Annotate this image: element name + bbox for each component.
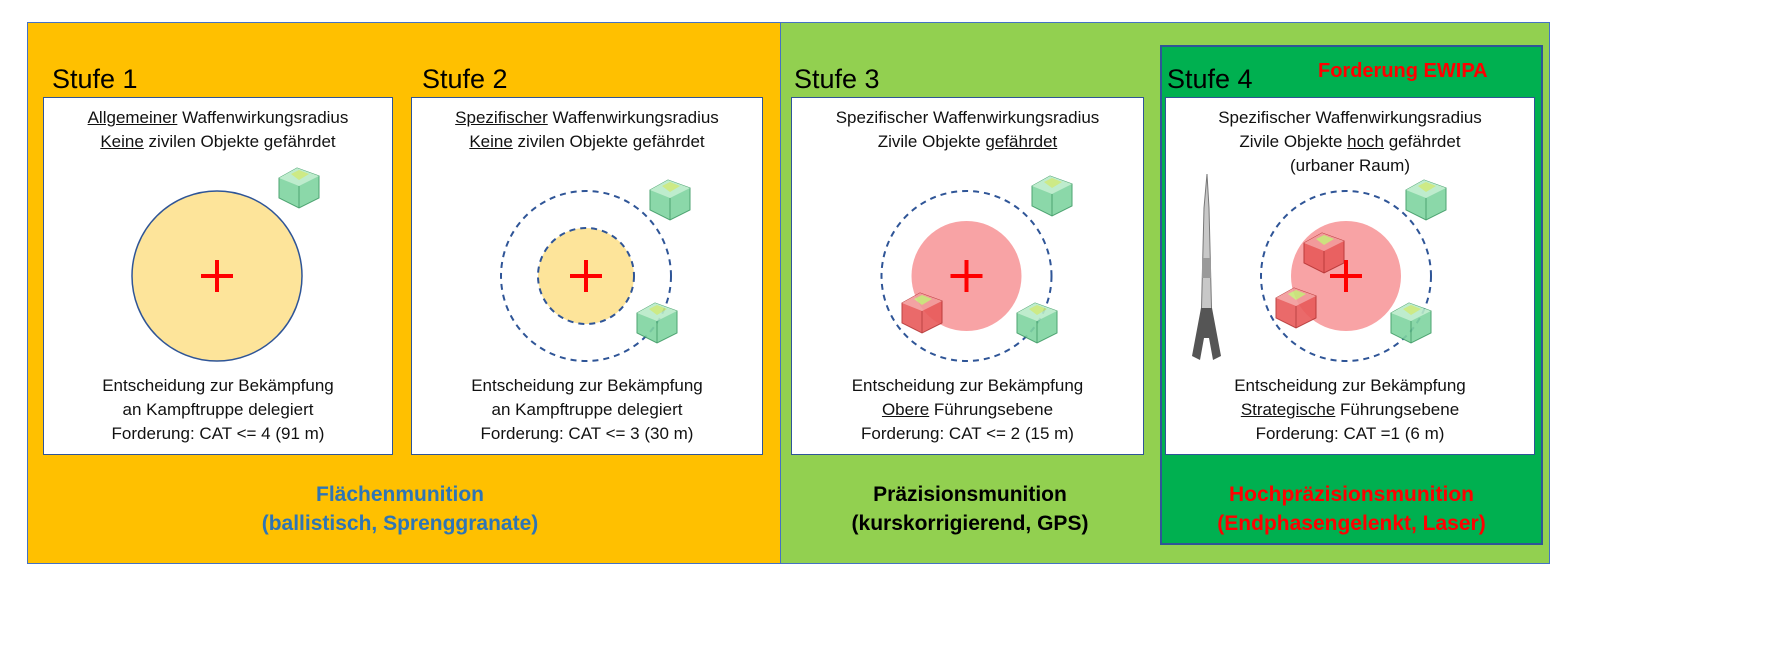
emphasized-text: gefährdet	[985, 132, 1058, 151]
text: Führungsebene	[1335, 400, 1460, 419]
emphasized-text: Keine	[100, 132, 144, 151]
text-line: Keine zivilen Objekte gefährdet	[44, 130, 392, 154]
text: zivilen Objekte gefährdet	[143, 132, 336, 151]
text-line: Strategische Führungsebene	[1166, 398, 1534, 422]
text-line: an Kampftruppe delegiert	[44, 398, 392, 422]
category-title: Flächenmunition	[316, 483, 484, 506]
endangered-building-icon	[1303, 232, 1345, 274]
text: Entscheidung zur Bekämpfung	[1234, 376, 1466, 395]
emphasized-text: Keine	[469, 132, 513, 151]
text: Spezifischer Waffenwirkungsradius	[835, 108, 1100, 127]
text-line: Forderung: CAT <= 2 (15 m)	[792, 422, 1143, 446]
civilian-building-icon	[636, 302, 678, 344]
text: (urbaner Raum)	[1290, 156, 1410, 175]
emphasized-text: Strategische	[1240, 400, 1336, 419]
text-line: Entscheidung zur Bekämpfung	[792, 374, 1143, 398]
impact-zone-graphic	[1192, 173, 1447, 362]
impact-zone-graphic	[880, 175, 1073, 362]
text: Entscheidung zur Bekämpfung	[471, 376, 703, 395]
civilian-building-icon	[1016, 302, 1058, 344]
category-subtitle: (ballistisch, Sprenggranate)	[261, 512, 539, 535]
impact-zone-graphic	[131, 167, 320, 362]
text-line: Zivile Objekte hoch gefährdet	[1166, 130, 1534, 154]
level-1-title: Stufe 1	[52, 64, 138, 94]
text-line: Entscheidung zur Bekämpfung	[44, 374, 392, 398]
dashed-safety-radius	[500, 190, 672, 362]
endangered-building-icon	[901, 292, 943, 334]
text: Waffenwirkungsradius	[177, 108, 349, 127]
emphasized-text: Obere	[881, 400, 930, 419]
text: Entscheidung zur Bekämpfung	[851, 376, 1084, 395]
text: Forderung: CAT <= 4 (91 m)	[111, 424, 325, 443]
text: Zivile Objekte	[877, 132, 986, 151]
text: an Kampftruppe delegiert	[491, 400, 683, 419]
text: zivilen Objekte gefährdet	[512, 132, 705, 151]
emphasized-text: Allgemeiner	[87, 108, 178, 127]
impact-zone-graphic	[500, 179, 691, 362]
text-line: Forderung: CAT =1 (6 m)	[1166, 422, 1534, 446]
category-subtitle: (Endphasengelenkt, Laser)	[1217, 512, 1486, 535]
text-line: Forderung: CAT <= 4 (91 m)	[44, 422, 392, 446]
civilian-building-icon	[1390, 302, 1432, 344]
category-area-munition: Flächenmunition (ballistisch, Sprenggran…	[180, 480, 620, 538]
civilian-building-icon	[1405, 179, 1447, 221]
category-title: Hochpräzisionsmunition	[1228, 483, 1474, 506]
text: Führungsebene	[929, 400, 1054, 419]
level-2-title: Stufe 2	[422, 64, 508, 94]
text-line: an Kampftruppe delegiert	[412, 398, 762, 422]
text: Spezifischer Waffenwirkungsradius	[1218, 108, 1482, 127]
text: Forderung: CAT =1 (6 m)	[1255, 424, 1445, 443]
category-title: Präzisionsmunition	[873, 483, 1067, 506]
ewipa-requirement-label: Forderung EWIPA	[1318, 60, 1488, 82]
decision-and-requirement: Entscheidung zur Bekämpfung an Kampftrupp…	[44, 374, 392, 446]
text-line: Keine zivilen Objekte gefährdet	[412, 130, 762, 154]
text-line: Spezifischer Waffenwirkungsradius	[792, 106, 1143, 130]
civilian-building-icon	[278, 167, 320, 209]
dashed-safety-radius	[880, 190, 1053, 362]
civilian-building-icon	[649, 179, 691, 221]
text-line: Entscheidung zur Bekämpfung	[412, 374, 762, 398]
text-line: Forderung: CAT <= 3 (30 m)	[412, 422, 762, 446]
decision-and-requirement: Entscheidung zur Bekämpfung an Kampftrupp…	[412, 374, 762, 446]
level-4-title: Stufe 4	[1167, 64, 1253, 94]
text: Forderung: CAT <= 3 (30 m)	[480, 424, 694, 443]
civilian-building-icon	[1031, 175, 1073, 217]
text-line: Allgemeiner Waffenwirkungsradius	[44, 106, 392, 130]
text: an Kampftruppe delegiert	[122, 400, 314, 419]
text: Zivile Objekte	[1239, 132, 1348, 151]
text: Waffenwirkungsradius	[547, 108, 719, 127]
category-precision-munition: Präzisionsmunition (kurskorrigierend, GP…	[760, 480, 1180, 538]
text: Entscheidung zur Bekämpfung	[102, 376, 334, 395]
emphasized-text: Spezifischer	[455, 108, 548, 127]
category-high-precision-munition: Hochpräzisionsmunition (Endphasengelenkt…	[1160, 480, 1543, 538]
missile-icon	[1192, 173, 1221, 360]
text-line: Obere Führungsebene	[792, 398, 1143, 422]
dashed-safety-radius	[1260, 190, 1432, 362]
text-line: Spezifischer Waffenwirkungsradius	[1166, 106, 1534, 130]
text-line: Spezifischer Waffenwirkungsradius	[412, 106, 762, 130]
text: gefährdet	[1384, 132, 1461, 151]
endangered-building-icon	[1275, 287, 1317, 329]
level-3-title: Stufe 3	[794, 64, 880, 94]
text-line: Zivile Objekte gefährdet	[792, 130, 1143, 154]
text-line: Entscheidung zur Bekämpfung	[1166, 374, 1534, 398]
text: Forderung: CAT <= 2 (15 m)	[861, 424, 1074, 443]
text-line: (urbaner Raum)	[1166, 154, 1534, 178]
emphasized-text: hoch	[1347, 132, 1384, 151]
category-subtitle: (kurskorrigierend, GPS)	[851, 512, 1089, 535]
